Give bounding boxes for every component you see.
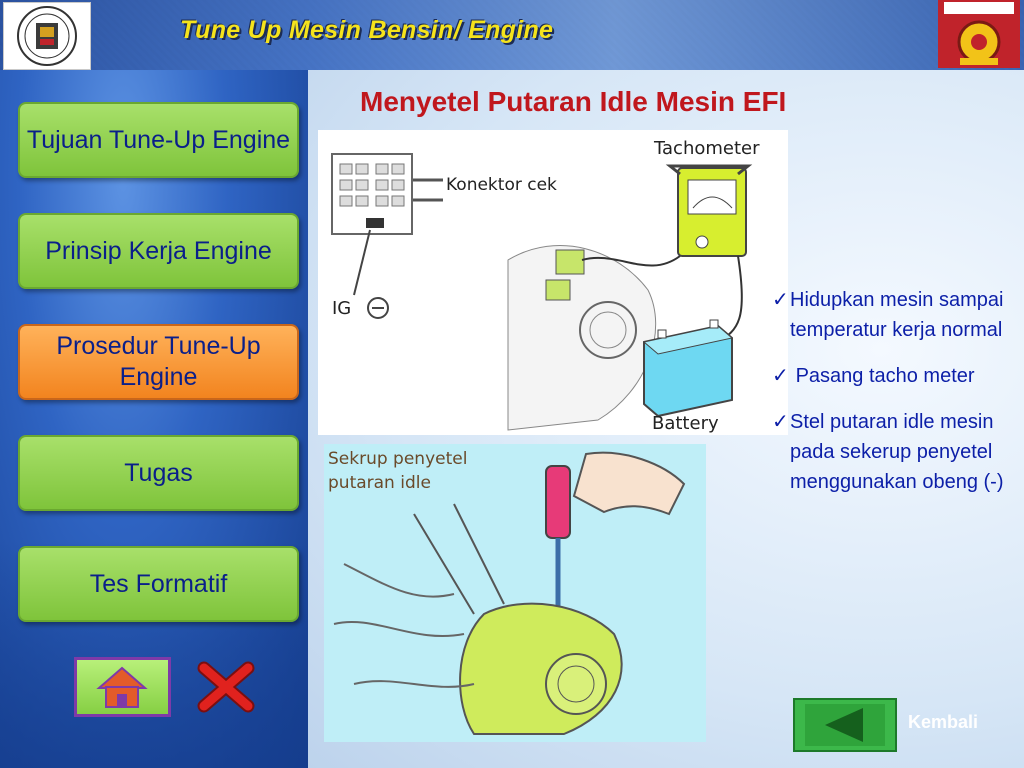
- instruction-text: Hidupkan mesin sampai temperatur kerja n…: [790, 289, 1004, 341]
- header-bar: [0, 0, 1024, 70]
- slide-heading: Menyetel Putaran Idle Mesin EFI: [360, 86, 787, 117]
- instruction-list: ✓ Hidupkan mesin sampai temperatur kerja…: [772, 285, 1017, 513]
- list-item: ✓ Stel putaran idle mesin pada sekerup p…: [772, 407, 1017, 497]
- back-button[interactable]: [793, 698, 897, 752]
- instruction-text: Pasang tacho meter: [790, 365, 975, 387]
- back-label[interactable]: Kembali: [908, 712, 979, 732]
- list-item: ✓ Hidupkan mesin sampai temperatur kerja…: [772, 285, 1017, 345]
- instruction-text: Stel putaran idle mesin pada sekerup pen…: [790, 411, 1004, 493]
- photo-caption-line2: putaran idle: [328, 473, 431, 493]
- home-icon: [96, 666, 148, 708]
- photo-caption-line1: Sekrup penyetel: [328, 449, 467, 469]
- sidebar-item-tugas[interactable]: Tugas: [18, 435, 299, 511]
- sidebar-item-prinsip-kerja[interactable]: Prinsip Kerja Engine: [18, 213, 299, 289]
- sidebar-item-label: Tes Formatif: [89, 569, 228, 598]
- battery-label: Battery: [652, 413, 719, 434]
- sidebar-item-tujuan-tune-up[interactable]: Tujuan Tune-Up Engine: [18, 102, 299, 178]
- sidebar-item-tes-formatif[interactable]: Tes Formatif: [18, 546, 299, 622]
- smk-setia-budhi-logo: [938, 0, 1020, 68]
- sidebar-item-label: Prinsip Kerja Engine: [45, 236, 272, 265]
- page-title: Tune Up Mesin Bensin/ Engine: [180, 16, 554, 44]
- close-button[interactable]: [196, 660, 256, 714]
- sidebar-item-prosedur-tune-up[interactable]: Prosedur Tune-Up Engine: [18, 324, 299, 400]
- list-item: ✓ Pasang tacho meter: [772, 361, 1017, 391]
- ig-label: IG: [332, 298, 351, 319]
- sidebar-item-label: Prosedur Tune-Up Engine: [56, 332, 261, 391]
- tachometer-label: Tachometer: [653, 138, 760, 159]
- home-button[interactable]: [74, 657, 171, 717]
- header-background: [0, 0, 1024, 70]
- connector-label: Konektor cek: [446, 175, 557, 195]
- idle-adjustment-diagram: IG Konektor cek Tachometer Battery: [318, 130, 788, 435]
- close-icon: [197, 661, 255, 713]
- check-icon: ✓: [772, 365, 789, 387]
- check-icon: ✓: [772, 289, 789, 311]
- sidebar-item-label: Tujuan Tune-Up Engine: [26, 125, 291, 154]
- back-arrow-icon: [805, 704, 885, 746]
- school-seal-logo: [3, 2, 91, 70]
- idle-screw-photo: Sekrup penyetel putaran idle: [324, 444, 706, 742]
- sidebar-item-label: Tugas: [124, 458, 193, 487]
- check-icon: ✓: [772, 411, 789, 433]
